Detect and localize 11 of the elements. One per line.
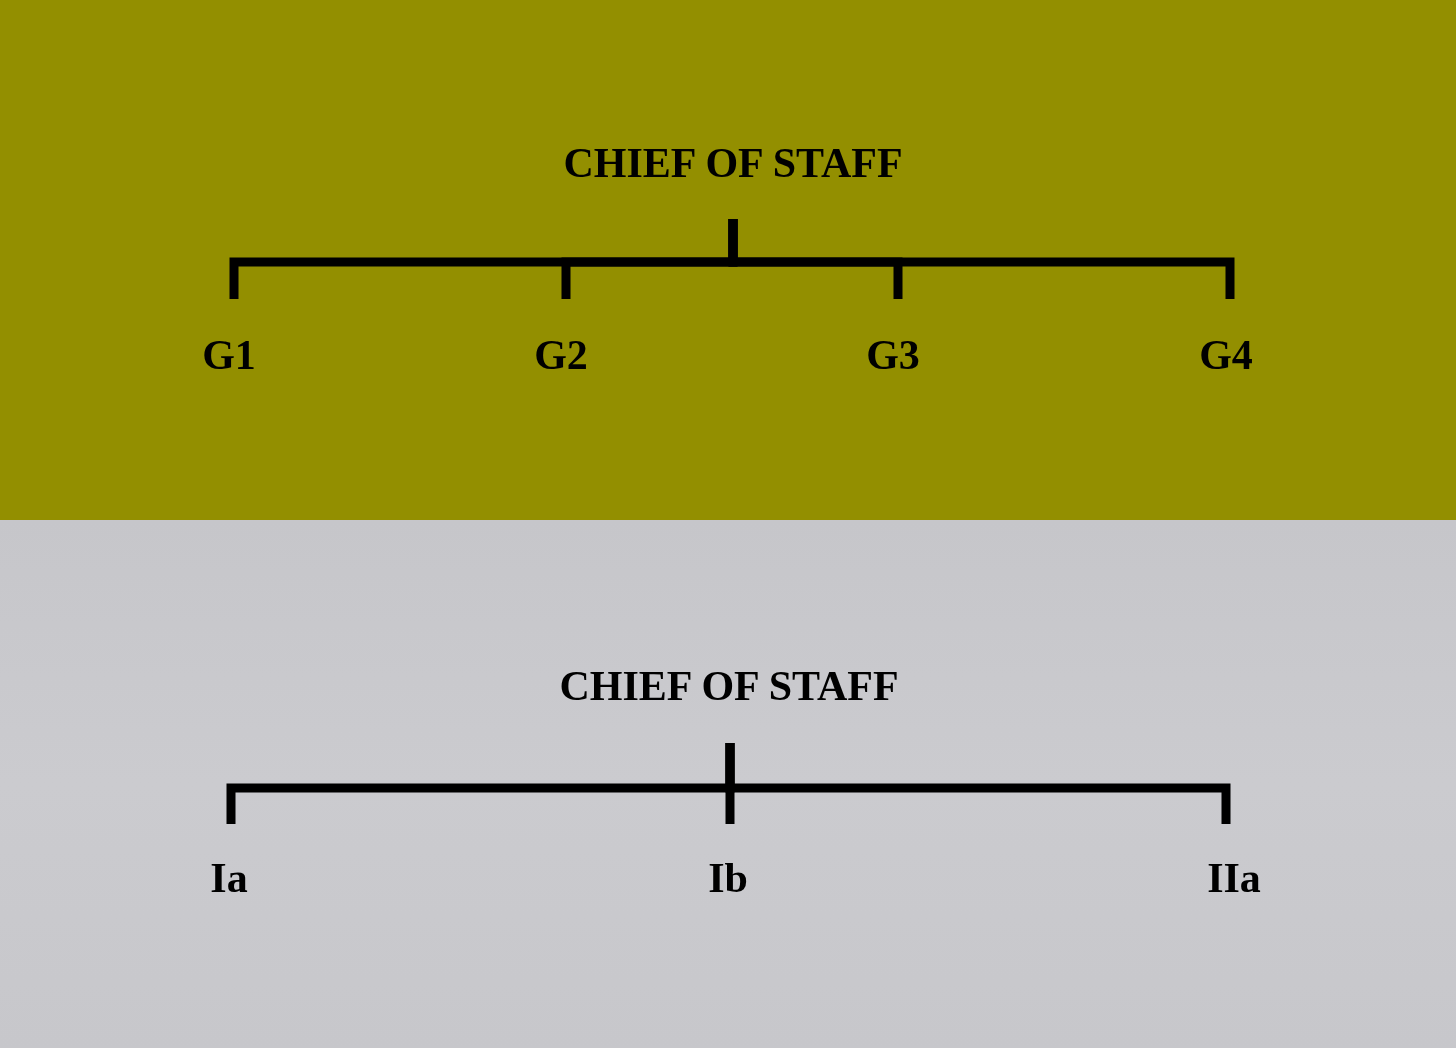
org-unit-label: G4	[1199, 334, 1253, 376]
org-unit-label: G1	[202, 334, 256, 376]
org-unit-label: IIa	[1207, 857, 1261, 899]
org-unit-label: CHIEF OF STAFF	[559, 665, 899, 707]
org-unit-label: CHIEF OF STAFF	[563, 142, 903, 184]
org-unit-label: Ib	[708, 857, 748, 899]
connector-line	[728, 219, 1235, 299]
connector-line	[725, 743, 1231, 824]
org-unit-label: G3	[866, 334, 920, 376]
org-unit-label: G2	[534, 334, 588, 376]
org-unit-label: Ia	[210, 857, 248, 899]
